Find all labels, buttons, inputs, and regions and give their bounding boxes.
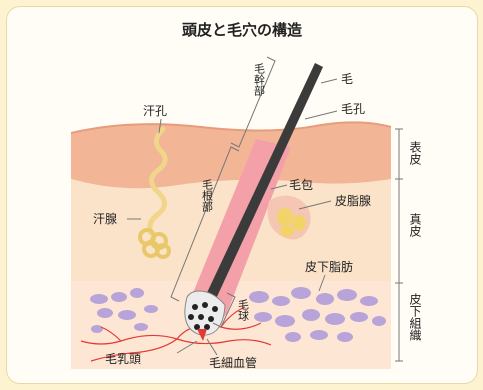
sweat-duct bbox=[147, 126, 168, 236]
label-sebaceous-gland: 皮脂腺 bbox=[335, 193, 371, 208]
label-subcutaneous-fat: 皮下脂肪 bbox=[305, 259, 353, 274]
hair-shaft bbox=[205, 63, 323, 301]
label-follicle: 毛包 bbox=[289, 178, 313, 192]
fat-cells bbox=[90, 287, 386, 342]
label-pore: 毛孔 bbox=[341, 102, 365, 116]
scalp-diagram: 頭皮と毛穴の構造 bbox=[70, 21, 422, 370]
label-papilla: 毛乳頭 bbox=[105, 352, 141, 366]
layer-label-subcutis: 皮下組織 bbox=[408, 293, 422, 342]
leader-lines bbox=[127, 78, 338, 356]
label-sweat-gland: 汗腺 bbox=[93, 212, 117, 226]
hair-brackets bbox=[170, 56, 276, 328]
layer-bracket bbox=[395, 128, 403, 362]
diagram-card: 頭皮と毛穴の構造 bbox=[6, 6, 478, 384]
hair-papilla bbox=[197, 329, 207, 341]
title: 頭皮と毛穴の構造 bbox=[182, 21, 302, 39]
label-hair-shaft: 毛幹部 bbox=[253, 63, 266, 96]
label-capillary: 毛細血管 bbox=[209, 355, 257, 370]
sebaceous-gland bbox=[267, 195, 311, 240]
epidermis-layer bbox=[71, 122, 391, 189]
label-hair: 毛 bbox=[341, 72, 353, 86]
layer-label-dermis: 真皮 bbox=[408, 213, 422, 238]
label-hair-root: 毛根部 bbox=[201, 179, 214, 212]
skin-surface bbox=[70, 121, 392, 134]
label-hair-bulb: 毛球 bbox=[237, 299, 250, 321]
sweat-gland-coil bbox=[138, 228, 171, 259]
label-sweat-pore: 汗孔 bbox=[143, 104, 167, 118]
layer-label-epidermis: 表皮 bbox=[408, 141, 422, 166]
